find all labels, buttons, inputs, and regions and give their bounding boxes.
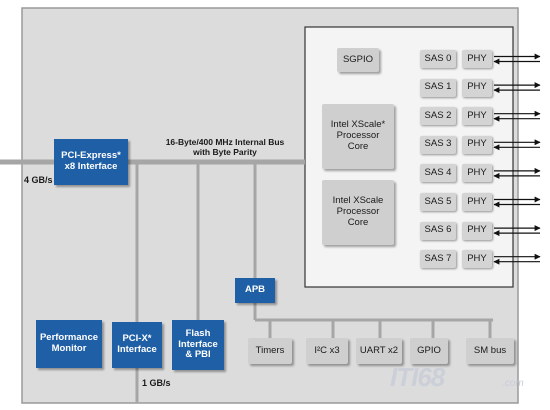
sas-port-2: SAS 2 xyxy=(420,107,456,126)
sgpio-block: SGPIO xyxy=(337,48,379,72)
peripheral-sm-bus: SM bus xyxy=(466,338,514,364)
processor-core-1: Intel XScale* Processor Core xyxy=(322,104,394,169)
pcix-bandwidth-label: 1 GB/s xyxy=(142,378,171,388)
sas-port-4: SAS 4 xyxy=(420,164,456,183)
pcie-interface-block: PCI-Express* x8 Interface xyxy=(54,139,128,185)
watermark-logo: ITI68 xyxy=(390,362,445,392)
phy-arrows xyxy=(493,53,541,265)
pcie-bandwidth-label: 4 GB/s xyxy=(24,175,53,185)
bus-label-line2: with Byte Parity xyxy=(193,147,257,158)
performance-monitor-block: Performance Monitor xyxy=(36,320,102,368)
bus-label-line1: 16-Byte/400 MHz Internal Bus xyxy=(165,137,285,147)
phy-1: PHY xyxy=(462,78,492,97)
phy-2: PHY xyxy=(462,107,492,126)
processor-core-2: Intel XScale Processor Core xyxy=(322,180,394,245)
peripheral-uart-x2: UART x2 xyxy=(356,338,402,364)
watermark-domain: .com xyxy=(502,378,524,389)
phy-7: PHY xyxy=(462,250,492,269)
phy-3: PHY xyxy=(462,135,492,154)
sas-port-6: SAS 6 xyxy=(420,221,456,240)
bus-label: 16-Byte/400 MHz Internal Bus with Byte P… xyxy=(150,137,300,157)
phy-5: PHY xyxy=(462,193,492,211)
pcix-interface-block: PCI-X* Interface xyxy=(112,322,162,368)
peripheral-i-c-x3: I²C x3 xyxy=(306,338,348,364)
sas-port-5: SAS 5 xyxy=(420,193,456,211)
phy-4: PHY xyxy=(462,164,492,183)
sas-port-1: SAS 1 xyxy=(420,78,456,97)
sas-port-0: SAS 0 xyxy=(420,50,456,68)
sas-port-7: SAS 7 xyxy=(420,250,456,269)
peripheral-timers: Timers xyxy=(248,338,292,364)
peripheral-gpio: GPIO xyxy=(410,338,448,364)
phy-0: PHY xyxy=(462,50,492,68)
sas-port-3: SAS 3 xyxy=(420,135,456,154)
apb-block: APB xyxy=(235,278,275,303)
phy-6: PHY xyxy=(462,221,492,240)
flash-interface-block: Flash Interface & PBI xyxy=(172,320,224,370)
